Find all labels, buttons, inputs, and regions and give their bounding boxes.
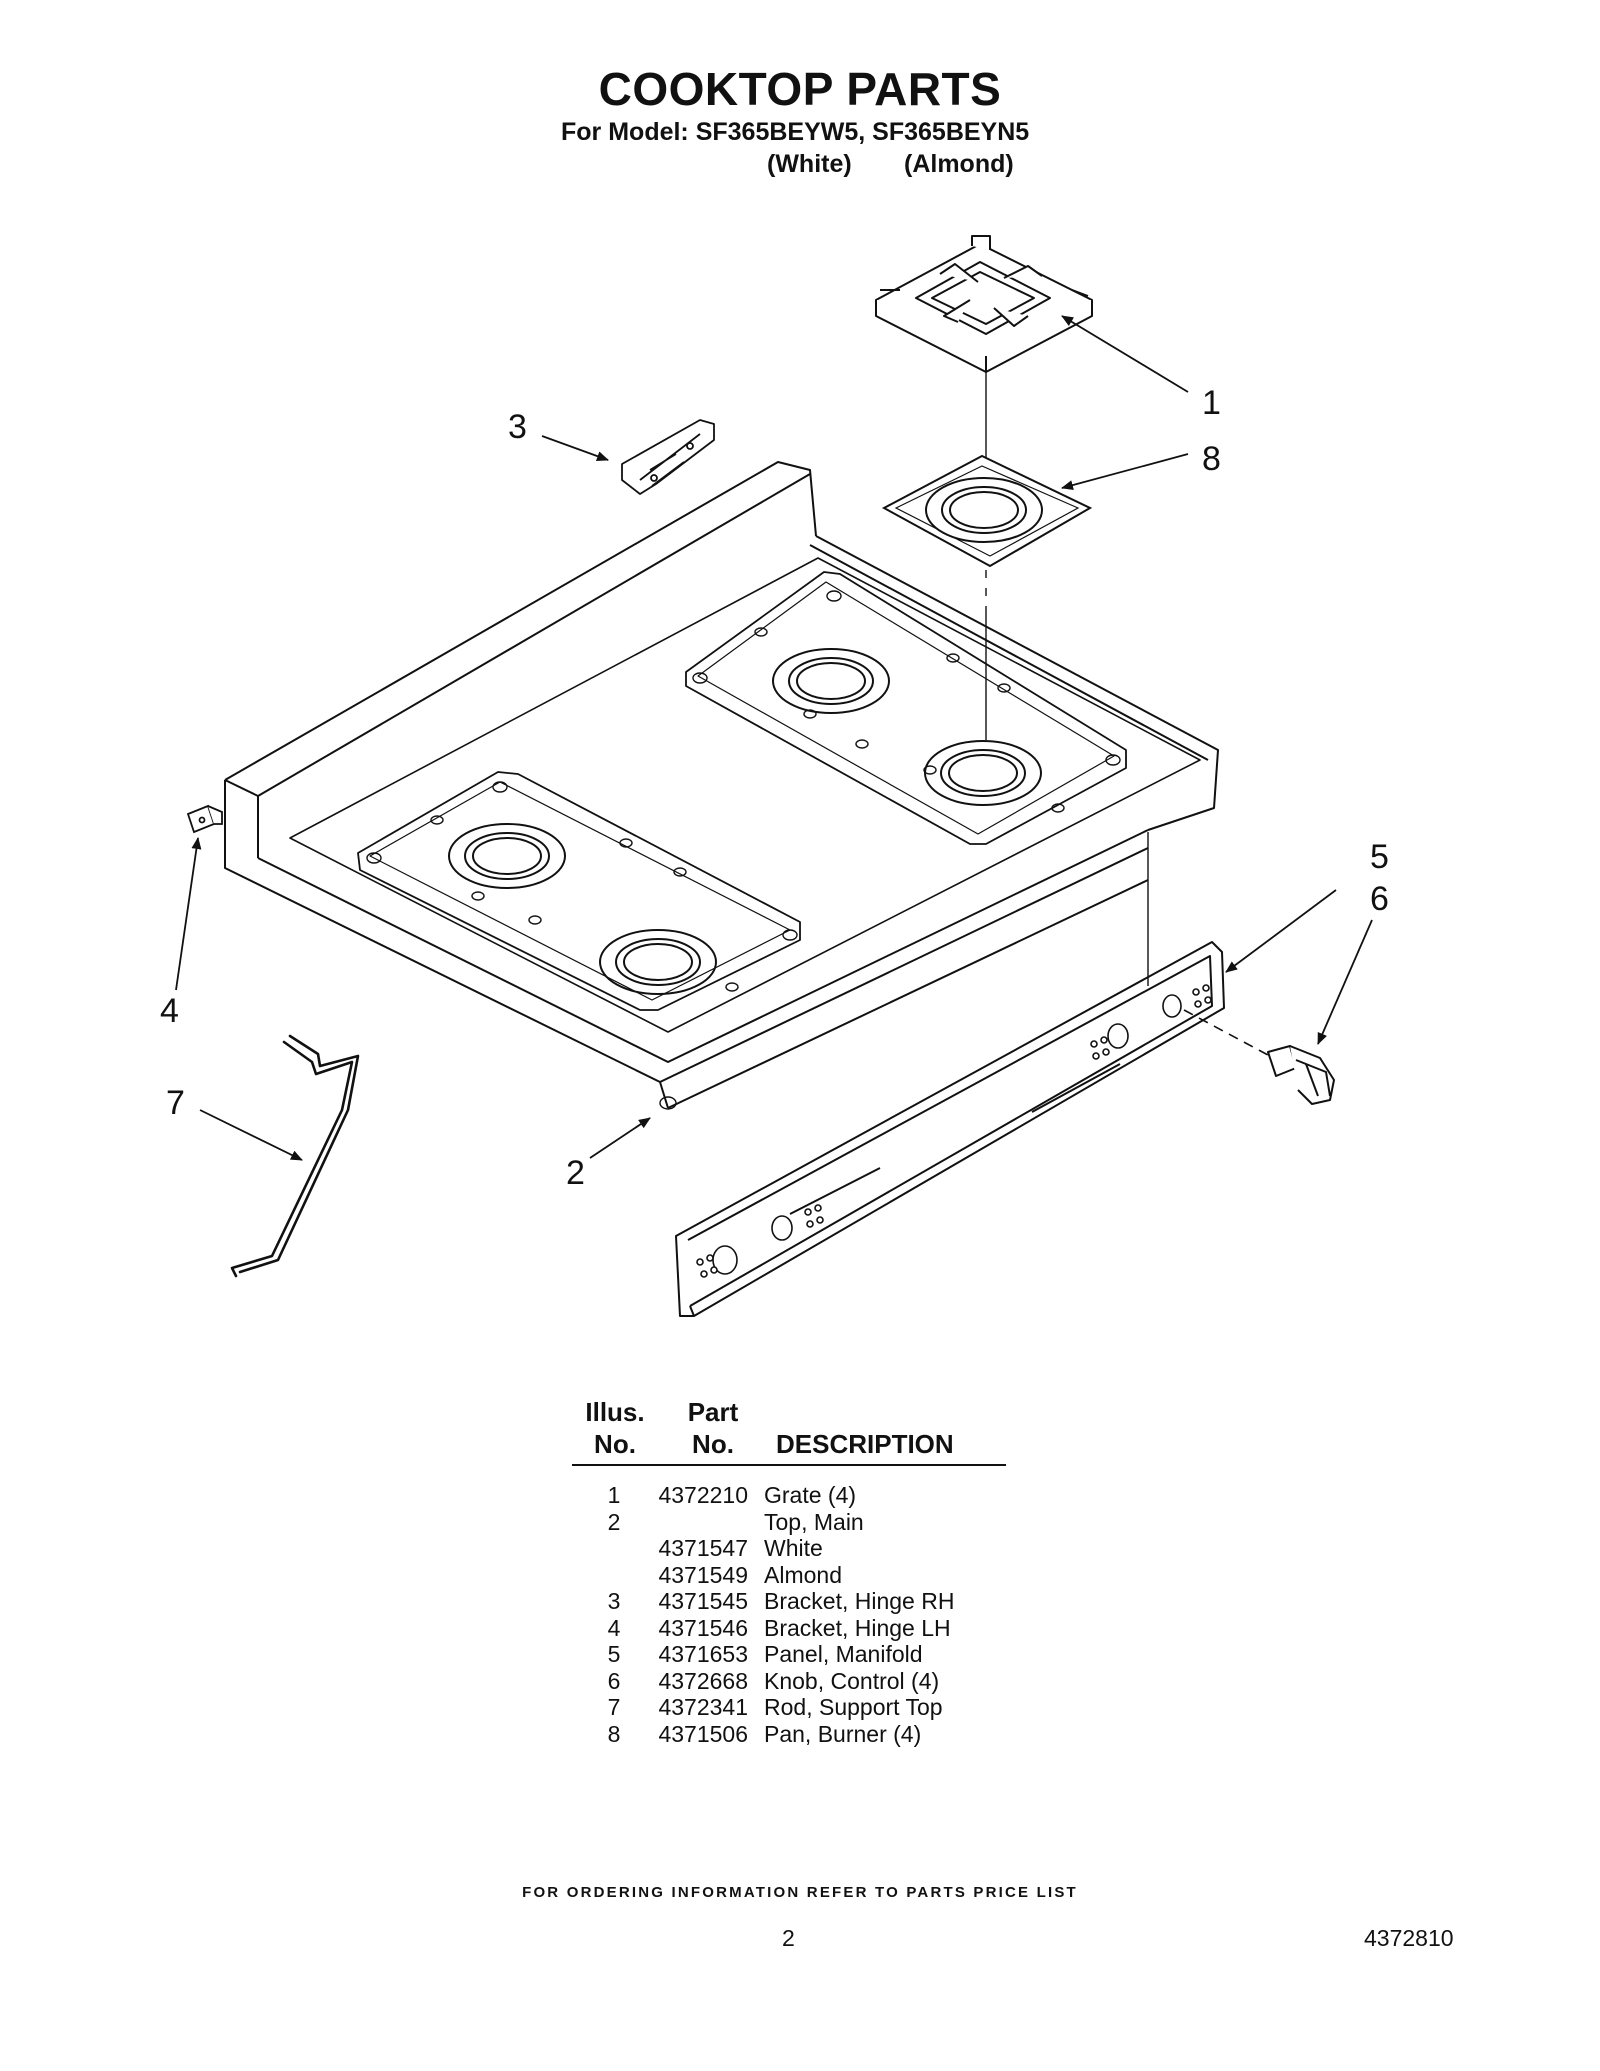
column-header-description: DESCRIPTION	[776, 1429, 954, 1459]
callout-leaders	[175, 315, 1373, 1161]
table-row: 6 4372668 Knob, Control (4)	[572, 1668, 954, 1695]
page-number: 2	[782, 1925, 795, 1951]
table-row: 1 4372210 Grate (4)	[572, 1482, 954, 1509]
callout-label: 2	[566, 1154, 585, 1192]
table-row: 2 Top, Main	[572, 1509, 954, 1536]
document-number: 4372810	[1364, 1925, 1454, 1951]
illus-no-cell: 4	[607, 1614, 621, 1641]
callout-label: 7	[166, 1084, 185, 1122]
variant-white: (White)	[767, 150, 852, 178]
description-cell: Top, Main	[764, 1508, 864, 1535]
illus-no-cell: 1	[607, 1482, 621, 1508]
support-rod	[230, 1034, 360, 1278]
variant-almond: (Almond)	[904, 150, 1014, 178]
description-cell: Grate (4)	[764, 1482, 857, 1508]
burner-pan-part	[881, 454, 1093, 568]
callout-label: 1	[1202, 384, 1221, 422]
column-header-part-no: Part No.	[668, 1396, 758, 1460]
hinge-bracket-lh	[186, 804, 223, 834]
illus-no-cell: 5	[607, 1641, 621, 1667]
description-cell: Bracket, Hinge LH	[764, 1614, 951, 1641]
part-no-cell: 4372341	[658, 1694, 748, 1720]
column-header-illus-no: Illus. No.	[575, 1396, 655, 1460]
part-no-cell: 4372668	[658, 1667, 748, 1694]
callout-label: 6	[1370, 880, 1389, 918]
table-row: 4371549 Almond	[572, 1562, 954, 1589]
page-title: COOKTOP PARTS	[598, 63, 1002, 115]
manifold-panel	[675, 941, 1225, 1317]
description-cell: Panel, Manifold	[764, 1641, 923, 1667]
table-row: 8 4371506 Pan, Burner (4)	[572, 1721, 954, 1748]
table-row: 4 4371546 Bracket, Hinge LH	[572, 1615, 954, 1642]
callout-label: 8	[1202, 440, 1221, 478]
illus-no-cell: 2	[607, 1508, 621, 1535]
illus-no-cell: 7	[607, 1694, 621, 1720]
part-no-cell: 4371547	[658, 1535, 748, 1561]
table-row: 5 4371653 Panel, Manifold	[572, 1641, 954, 1668]
header-line: Illus.	[585, 1397, 645, 1427]
table-row: 3 4371545 Bracket, Hinge RH	[572, 1588, 955, 1615]
illus-no-cell: 6	[607, 1667, 621, 1694]
header-line: No.	[594, 1429, 636, 1459]
callout-label: 3	[508, 408, 527, 446]
illus-no-cell	[572, 1562, 656, 1589]
header-rule	[572, 1464, 1006, 1466]
ordering-note: FOR ORDERING INFORMATION REFER TO PARTS …	[522, 1884, 1078, 1901]
illus-no-cell	[572, 1535, 656, 1562]
callout-label: 5	[1370, 838, 1389, 876]
description-cell: Knob, Control (4)	[764, 1667, 940, 1694]
description-cell: Bracket, Hinge RH	[764, 1588, 955, 1614]
description-cell: Almond	[764, 1561, 842, 1588]
callout-label: 4	[160, 992, 179, 1030]
part-no-cell	[656, 1509, 764, 1536]
cooktop-main-top	[224, 461, 1219, 1110]
part-no-cell: 4371549	[658, 1561, 748, 1588]
header-line: No.	[692, 1429, 734, 1459]
illus-no-cell: 3	[607, 1588, 621, 1614]
part-no-cell: 4371506	[658, 1720, 748, 1747]
control-knob	[1267, 1045, 1335, 1105]
part-no-cell: 4371546	[658, 1614, 748, 1641]
header-line: Part	[687, 1397, 739, 1427]
illus-no-cell: 8	[607, 1720, 621, 1747]
part-no-cell: 4372210	[658, 1482, 748, 1508]
description-cell: Rod, Support Top	[764, 1694, 943, 1720]
description-cell: White	[764, 1535, 823, 1561]
exploded-parts-diagram: 1 8 3 4 5 6 7 2	[160, 235, 1389, 1317]
grate-part	[875, 235, 1093, 373]
parts-list: 1 4372210 Grate (4) 2 Top, Main 4371547 Whit…	[572, 1482, 955, 1748]
description-cell: Pan, Burner (4)	[764, 1720, 922, 1747]
table-row: 7 4372341 Rod, Support Top	[572, 1694, 954, 1721]
part-no-cell: 4371653	[658, 1641, 748, 1667]
model-line: For Model: SF365BEYW5, SF365BEYN5	[561, 118, 1030, 146]
part-no-cell: 4371545	[658, 1588, 748, 1614]
table-row: 4371547 White	[572, 1535, 954, 1562]
hinge-bracket-rh	[621, 419, 715, 495]
